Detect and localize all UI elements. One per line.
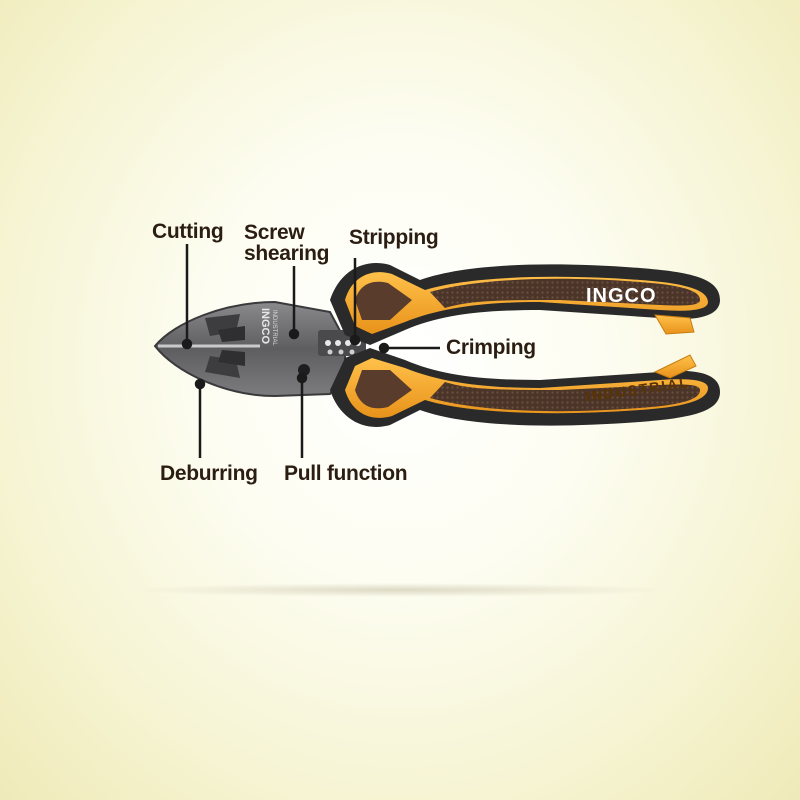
- lower-handle: INDUSTRIAL: [330, 348, 720, 427]
- label-screw-shearing: Screw shearing: [244, 222, 329, 264]
- label-screw-shearing-text: Screw shearing: [244, 221, 330, 265]
- label-stripping: Stripping: [349, 226, 439, 249]
- upper-handle: INGCO: [330, 263, 720, 345]
- callout-lines: [181, 244, 440, 458]
- label-deburring: Deburring: [160, 462, 258, 485]
- floor-shadow: [130, 583, 670, 597]
- label-cutting: Cutting: [152, 220, 224, 243]
- label-pull-function: Pull function: [284, 462, 408, 485]
- head-brand-text: INGCO: [259, 308, 271, 345]
- handle-logo: INGCO: [586, 285, 657, 307]
- label-crimping: Crimping: [446, 336, 536, 359]
- head-industrial-text: INDUSTRIAL: [271, 310, 277, 346]
